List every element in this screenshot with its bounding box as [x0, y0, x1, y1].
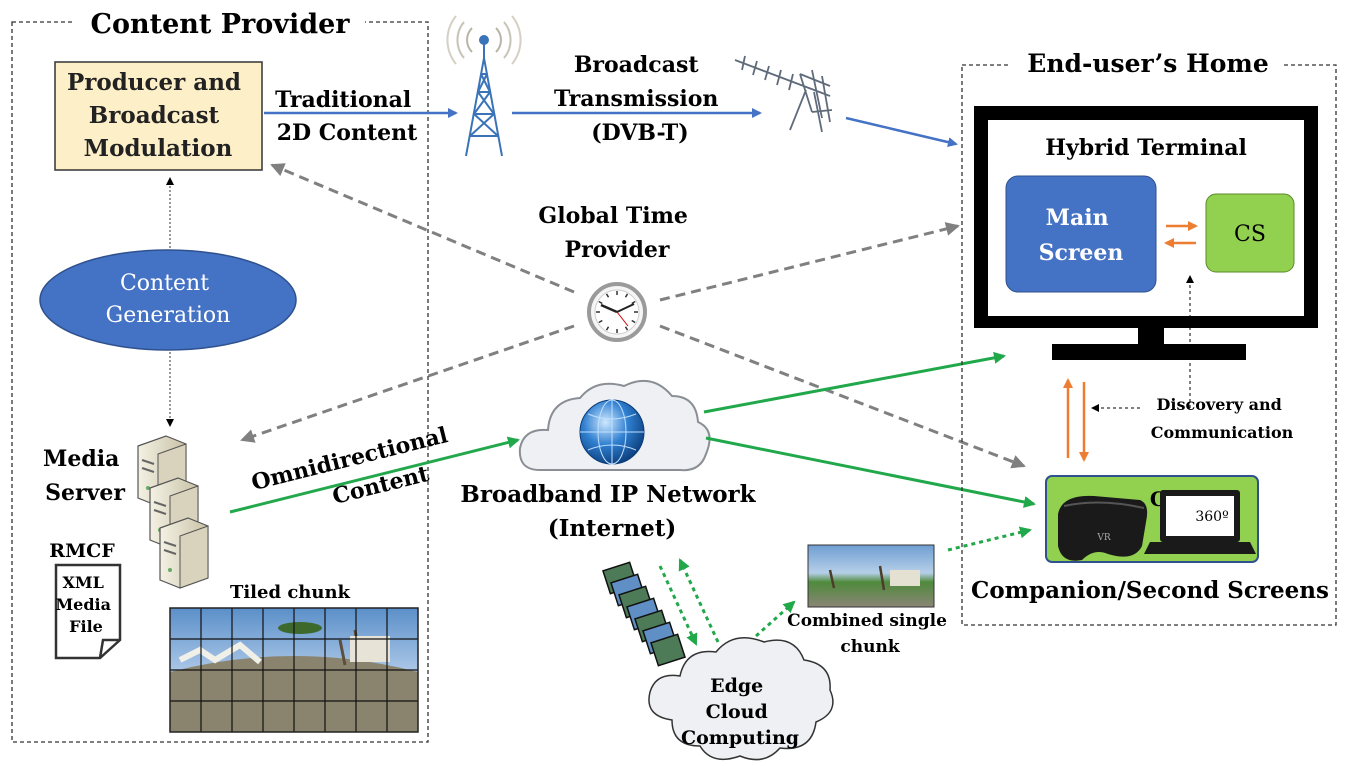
xml-file-label: XML Media File	[55, 573, 116, 636]
end-user-home-title-bg	[1010, 45, 1282, 81]
cs-small-label: CS	[1234, 222, 1266, 247]
edge-to-combined-arrow	[754, 600, 796, 638]
globe-cloud-icon	[518, 379, 711, 472]
sync-to-producer-arrow	[270, 163, 575, 294]
content-provider-title: Content Provider	[90, 9, 350, 40]
clock-tick	[624, 293, 629, 298]
sync-to-media-server-arrow	[240, 324, 575, 443]
media-server-label: Media Server	[43, 446, 127, 506]
degrees-label: 360º	[1195, 509, 1228, 525]
vr-label: VR	[1096, 533, 1110, 543]
clock-icon	[587, 282, 647, 342]
clock-tick	[598, 319, 603, 324]
clock-tick	[624, 326, 629, 331]
global-time-label: Global Time Provider	[538, 203, 695, 263]
document-icon	[54, 563, 122, 660]
network-label: Broadband IP Network (Internet)	[460, 481, 763, 542]
main-screen-box	[1005, 175, 1157, 293]
content-provider-group: Content Provider Producer and Broadcast …	[11, 6, 429, 743]
clock-tick	[605, 326, 610, 331]
content-provider-border	[11, 21, 429, 743]
producer-box	[54, 61, 263, 171]
combined-chunk-image	[807, 544, 935, 608]
end-user-home-group: End-user’s Home Hybrid Terminal Main Scr…	[961, 45, 1337, 626]
clock-tick	[605, 293, 610, 298]
antenna-icon	[734, 55, 833, 133]
broadcast-label: Broadcast Transmission (DVB-T)	[554, 52, 726, 146]
network-to-companion-arrow	[705, 436, 1036, 508]
discovery-label: Discovery and Communication	[1151, 395, 1294, 442]
combined-to-companion-arrow	[947, 526, 1032, 552]
network-to-terminal-arrow	[703, 351, 1006, 414]
clock-tick	[598, 300, 603, 305]
tiled-chunk-image	[169, 607, 419, 733]
network-to-edge-arrow	[658, 565, 698, 646]
laptop-icon	[1144, 490, 1256, 554]
edge-to-network-arrow	[678, 558, 720, 643]
end-user-home-title: End-user’s Home	[1027, 49, 1268, 78]
traditional-label: Traditional 2D Content	[275, 87, 419, 146]
tile-stack-icon	[602, 561, 686, 667]
antenna-to-terminal-arrow	[845, 116, 958, 148]
omnidirectional-arrow	[229, 436, 520, 514]
vr-headset-icon	[1058, 495, 1148, 561]
end-user-home-border	[961, 64, 1337, 626]
broadcast-tower-icon	[446, 15, 522, 157]
content-generation-label: Content Generation	[106, 271, 231, 328]
content-generation-ellipse	[39, 249, 297, 351]
rmcf-label: RMCF	[49, 540, 115, 562]
companion-title: Companion/Second Screens	[971, 577, 1329, 604]
content-provider-title-bg	[75, 6, 365, 40]
sync-arrows	[240, 163, 1026, 469]
hybrid-terminal-label: Hybrid Terminal	[1045, 135, 1247, 161]
edge-label: Edge Cloud Computing	[681, 675, 799, 749]
main-screen-label: Main Screen	[1039, 205, 1124, 266]
sync-to-terminal-arrow	[659, 222, 960, 302]
combined-chunk-label: Combined single chunk	[787, 611, 953, 657]
omnidirectional-label: Omnidirectional Content	[249, 420, 466, 528]
edge-sync-arrows	[658, 526, 1032, 646]
cs-small-box	[1205, 193, 1295, 273]
tiled-chunk-label: Tiled chunk	[230, 582, 351, 603]
clock-tick	[631, 319, 636, 324]
server-icon	[137, 435, 209, 589]
producer-label: Producer and Broadcast Modulation	[67, 69, 249, 162]
tile-grid	[170, 608, 418, 732]
edge-cloud	[648, 637, 834, 761]
sync-to-companion-arrow	[659, 324, 1026, 469]
clock-tick	[631, 300, 636, 305]
tile-stack-item	[650, 633, 686, 667]
